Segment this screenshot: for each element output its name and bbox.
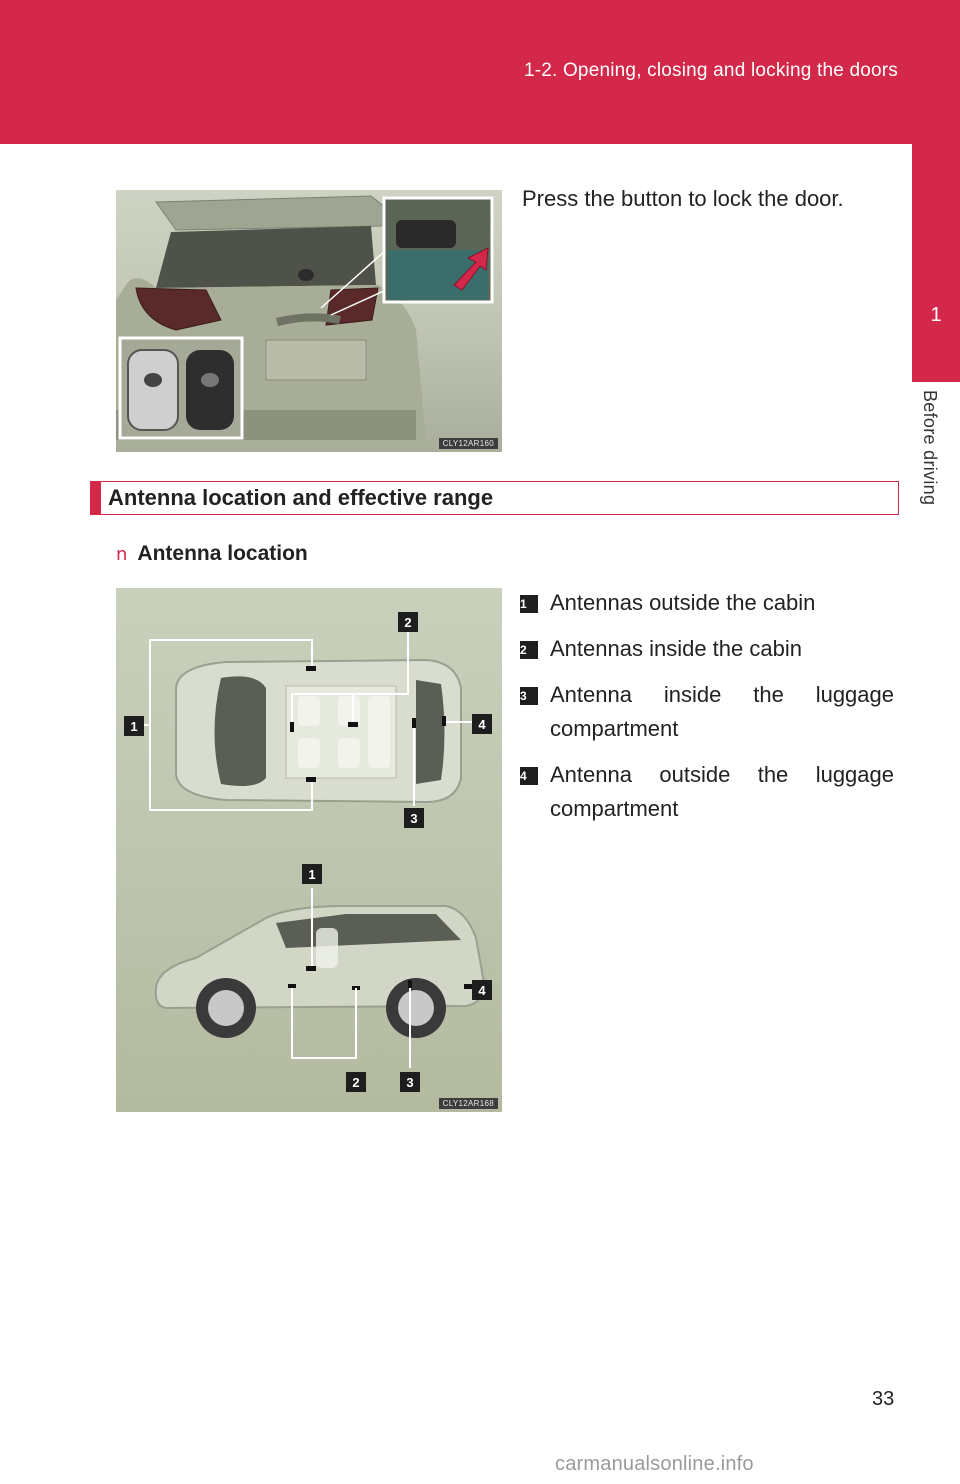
legend-number-badge: 3: [520, 687, 538, 705]
figure-antenna-locations: 1 2 3 4 1 2 3 4 CLY12AR168: [116, 588, 502, 1112]
legend-number-badge: 4: [520, 767, 538, 785]
callout-side-2: 2: [346, 1072, 366, 1092]
rear-vehicle-illustration: [116, 195, 494, 440]
callout-top-3: 3: [404, 808, 424, 828]
figure1-caption: Press the button to lock the door.: [522, 186, 844, 211]
callout-label: 1: [308, 867, 315, 882]
legend-item: 2 Antennas inside the cabin: [520, 632, 894, 666]
callout-label: 3: [406, 1075, 413, 1090]
callout-side-3: 3: [400, 1072, 420, 1092]
legend-item: 1 Antennas outside the cabin: [520, 586, 894, 620]
callout-label: 1: [130, 719, 137, 734]
legend-item: 4 Antenna outside the luggage compartmen…: [520, 758, 894, 826]
chapter-section-title: 1-2. Opening, closing and locking the do…: [523, 60, 898, 81]
section-heading-bar: [90, 481, 899, 515]
legend-number-badge: 1: [520, 595, 538, 613]
antenna-legend: 1 Antennas outside the cabin 2 Antennas …: [520, 586, 894, 838]
legend-text: Antenna outside the luggage compartment: [550, 762, 894, 821]
legend-text: Antennas outside the cabin: [550, 590, 816, 615]
callout-side-4: 4: [472, 980, 492, 1000]
figure-rear-lock-button: CLY12AR160: [116, 190, 502, 452]
chapter-label-container: Before driving: [919, 390, 953, 540]
chapter-label: Before driving: [920, 390, 940, 506]
callout-label: 4: [478, 717, 486, 732]
bullet-icon: n: [116, 544, 128, 565]
callout-top-1: 1: [124, 716, 144, 736]
callout-side-1: 1: [302, 864, 322, 884]
subsection-title: Antenna location: [137, 542, 308, 565]
header-band: [0, 0, 960, 144]
callout-top-2: 2: [398, 612, 418, 632]
watermark: carmanualsonline.info: [555, 1453, 754, 1475]
figure-code: CLY12AR160: [438, 438, 498, 449]
callout-label: 3: [410, 811, 417, 826]
legend-text: Antenna inside the luggage compartment: [550, 682, 894, 741]
chapter-tab: 1: [912, 144, 960, 382]
callout-label: 2: [404, 615, 411, 630]
figure-code: CLY12AR168: [438, 1098, 498, 1109]
legend-item: 3 Antenna inside the luggage compartment: [520, 678, 894, 746]
callout-label: 2: [352, 1075, 359, 1090]
callout-label: 4: [478, 983, 486, 998]
antenna-location-illustration: 1 2 3 4 1 2 3 4: [124, 612, 492, 1092]
section-title: Antenna location and effective range: [108, 485, 494, 510]
callout-top-4: 4: [472, 714, 492, 734]
chapter-number: 1: [930, 304, 942, 326]
legend-text: Antennas inside the cabin: [550, 636, 802, 661]
page-number: 33: [872, 1388, 895, 1410]
subsection-heading: n Antenna location: [116, 542, 308, 566]
legend-number-badge: 2: [520, 641, 538, 659]
